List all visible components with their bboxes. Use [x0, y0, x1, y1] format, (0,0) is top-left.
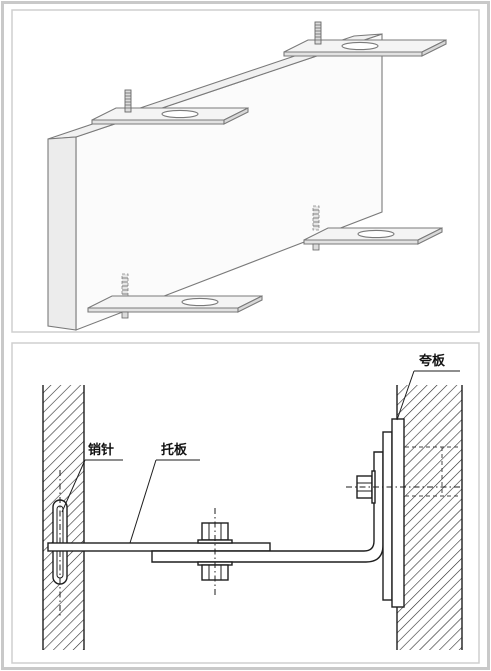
span-plate-inner [382, 431, 393, 601]
bracket-plate [87, 295, 263, 309]
bracket-top-left [91, 89, 249, 125]
vertical-bolt [197, 508, 233, 598]
bracket-top-right [283, 21, 447, 57]
anchor-bolt [346, 446, 462, 504]
pin-end [312, 243, 320, 251]
section-view: 销针 托板 夸板 [11, 342, 480, 664]
label-support-plate: 托板 [129, 442, 200, 544]
label-support-plate-leader [129, 459, 157, 544]
bracket-slot [341, 41, 379, 51]
label-pin-text: 销针 [88, 442, 114, 458]
pin [312, 205, 320, 231]
bracket-slot [181, 297, 219, 307]
label-support-plate-text: 托板 [161, 442, 188, 458]
pin [124, 89, 132, 113]
label-span-plate: 夸板 [396, 353, 460, 421]
right-wall [396, 385, 463, 650]
label-pin-leader [61, 459, 86, 513]
bracket-plate-edge [283, 51, 423, 57]
bracket-bottom-right [303, 205, 443, 251]
isometric-view [11, 9, 480, 333]
bracket-bottom-left [87, 273, 263, 319]
bracket-plate-side [237, 295, 263, 313]
pin [314, 21, 322, 45]
bracket-slot [357, 229, 395, 239]
label-span-plate-text: 夸板 [419, 353, 446, 369]
right-wall-hatch [397, 385, 462, 650]
support-plate [47, 542, 271, 552]
label-span-plate-leader [396, 370, 415, 421]
bracket-plate-side [223, 107, 249, 125]
label-pin: 销针 [61, 442, 123, 513]
bracket-plate-edge [87, 307, 239, 313]
panel-end-face [47, 136, 77, 331]
bracket-plate-side [417, 227, 443, 245]
bracket-plate-edge [91, 119, 225, 125]
bracket-plate-edge [303, 239, 419, 245]
pin-end [121, 311, 129, 319]
span-plate-outer [391, 418, 405, 608]
bracket-plate-side [421, 39, 447, 57]
pin [121, 273, 129, 299]
bracket-slot [161, 109, 199, 119]
